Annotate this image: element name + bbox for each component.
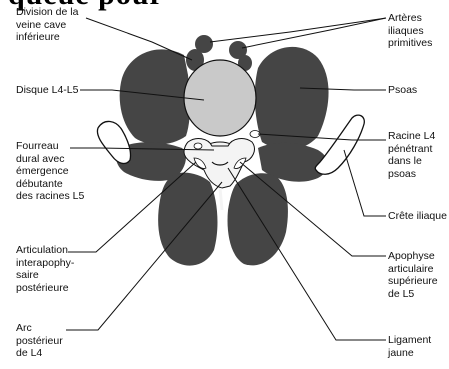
leader-iliac-crest (344, 150, 386, 216)
label-articular-process: Apophyse articulaire supérieure de L5 (388, 250, 438, 300)
label-posterior-arch: Arc postérieur de L4 (16, 322, 63, 360)
label-iliac-arteries: Artères iliaques primitives (388, 12, 432, 50)
disc-l4-l5 (184, 60, 256, 136)
right-paraspinal-muscle (228, 173, 288, 265)
leader-iliac-right (242, 18, 386, 48)
spinous-process (220, 188, 222, 210)
left-iliac-crest (97, 121, 130, 163)
leader-iliac-left (210, 18, 386, 42)
label-dural-sheath: Fourreau dural avec émergence débutante … (16, 140, 84, 203)
label-iliac-crest: Crête iliaque (388, 210, 447, 223)
label-psoas: Psoas (388, 84, 417, 97)
label-ligamentum-flavum: Ligament jaune (388, 334, 431, 359)
label-disc-l4-l5: Disque L4-L5 (16, 84, 78, 97)
l5-root-left (194, 143, 202, 149)
label-facet-joint: Articulation interapophy- saire postérie… (16, 244, 74, 294)
label-l4-root: Racine L4 pénétrant dans le psoas (388, 130, 435, 180)
left-paraspinal-muscle (158, 173, 217, 266)
label-vena-cava: Division de la veine cave inférieure (16, 6, 78, 44)
